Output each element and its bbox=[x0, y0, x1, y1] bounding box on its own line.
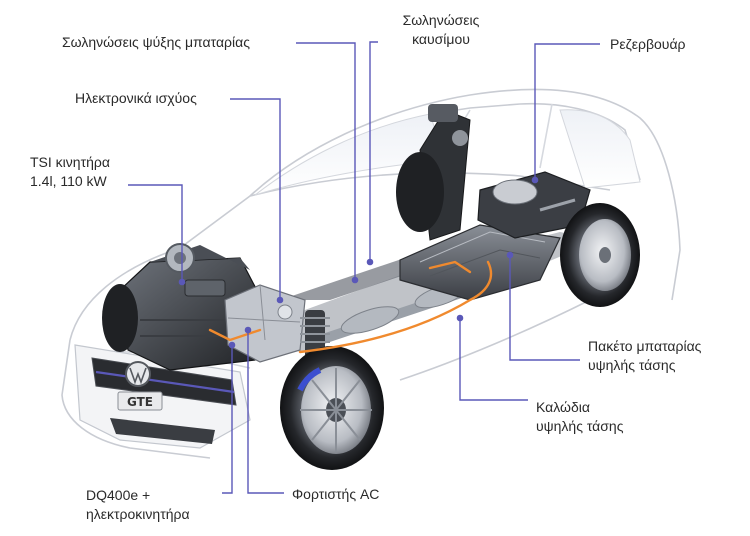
label-power-electronics: Ηλεκτρονικά ισχύος bbox=[75, 89, 197, 108]
rear-window-glass bbox=[560, 110, 640, 188]
label-fuel-tank: Ρεζερβουάρ bbox=[610, 35, 686, 54]
label-battery-cooling-lines: Σωληνώσεις ψύξης μπαταρίας bbox=[62, 33, 250, 52]
gte-badge-text: GTE bbox=[127, 395, 153, 409]
label-ac-charger: Φορτιστής AC bbox=[292, 485, 379, 504]
power-electronics-unit bbox=[225, 285, 305, 362]
label-hv-cables: Καλώδια υψηλής τάσης bbox=[536, 398, 623, 436]
label-hv-battery-pack: Πακέτο μπαταρίας υψηλής τάσης bbox=[588, 337, 701, 375]
rear-left-wheel bbox=[396, 152, 444, 232]
rear-wheel bbox=[560, 203, 640, 307]
label-fuel-lines: Σωληνώσεις καυσίμου bbox=[386, 11, 496, 49]
leader-hv-cables bbox=[460, 318, 528, 400]
front-left-wheel bbox=[102, 284, 138, 352]
label-dq400e-motor: DQ400e + ηλεκτροκινητήρα bbox=[86, 486, 190, 524]
label-tsi-engine: TSI κινητήρα 1.4l, 110 kW bbox=[30, 153, 110, 191]
front-wheel bbox=[280, 346, 384, 470]
